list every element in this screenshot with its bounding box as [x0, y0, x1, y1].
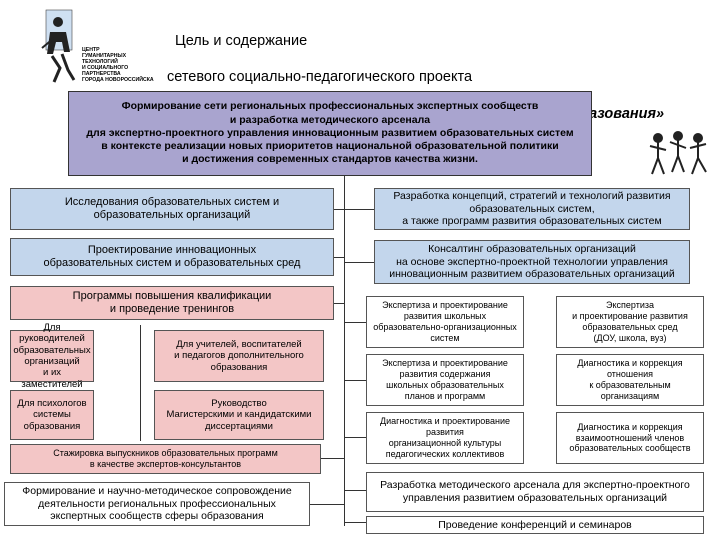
connector-left-3: [334, 303, 344, 304]
design-box: Проектирование инновационных образовател…: [10, 238, 334, 276]
connector-right-2: [344, 262, 374, 263]
connector-left-1: [334, 209, 344, 210]
consulting-box: Консалтинг образовательных организаций н…: [374, 240, 690, 284]
concepts-development-box: Разработка концепций, стратегий и технол…: [374, 188, 690, 230]
internship-box: Стажировка выпускников образовательных п…: [10, 444, 321, 474]
connector-sub-vertical: [140, 325, 141, 441]
goal-box: Формирование сети региональных профессио…: [68, 91, 592, 176]
diagnostics-culture-box: Диагностика и проектирование развития ор…: [366, 412, 524, 464]
connector-left-5: [310, 504, 344, 505]
research-box: Исследования образовательных систем и об…: [10, 188, 334, 230]
expertise-curricula-box: Экспертиза и проектирование развития сод…: [366, 354, 524, 406]
conferences-box: Проведение конференций и семинаров: [366, 516, 704, 534]
connector-right-3: [344, 322, 366, 323]
training-psychologists-box: Для психологов системы образования: [10, 390, 94, 440]
connector-right-5: [344, 437, 366, 438]
methodical-arsenal-box: Разработка методического арсенала для эк…: [366, 472, 704, 512]
dancing-people-icon: [649, 131, 707, 175]
expertise-environments-box: Экспертиза и проектирование развития обр…: [556, 296, 704, 348]
communities-support-box: Формирование и научно-методическое сопро…: [4, 482, 310, 526]
title-line-2: сетевого социально-педагогического проек…: [167, 69, 473, 86]
diagnostics-relations-box: Диагностика и коррекция взаимоотношений …: [556, 412, 704, 464]
logo-text: ЦЕНТР ГУМАНИТАРНЫХ ТЕХНОЛОГИЙ И СОЦИАЛЬН…: [82, 47, 154, 83]
connector-left-2: [334, 257, 344, 258]
expertise-school-systems-box: Экспертиза и проектирование развития шко…: [366, 296, 524, 348]
training-box: Программы повышения квалификации и прове…: [10, 286, 334, 320]
logo-figure-icon: [41, 9, 76, 83]
dissertations-box: Руководство Магистерскими и кандидатским…: [154, 390, 324, 440]
connector-right-7: [344, 522, 366, 523]
connector-right-1: [344, 209, 374, 210]
title-line-1: Цель и содержание: [175, 33, 308, 50]
connector-left-4: [321, 458, 344, 459]
training-leaders-box: Для руководителей образовательных органи…: [10, 322, 94, 390]
connector-right-6: [344, 490, 366, 491]
logo: ЦЕНТР ГУМАНИТАРНЫХ ТЕХНОЛОГИЙ И СОЦИАЛЬН…: [38, 4, 156, 88]
connector-right-4: [344, 380, 366, 381]
main-connector-vertical: [344, 176, 345, 526]
diagnostics-attitude-box: Диагностика и коррекция отношения к обра…: [556, 354, 704, 406]
training-teachers-box: Для учителей, воспитателей и педагогов д…: [154, 330, 324, 382]
